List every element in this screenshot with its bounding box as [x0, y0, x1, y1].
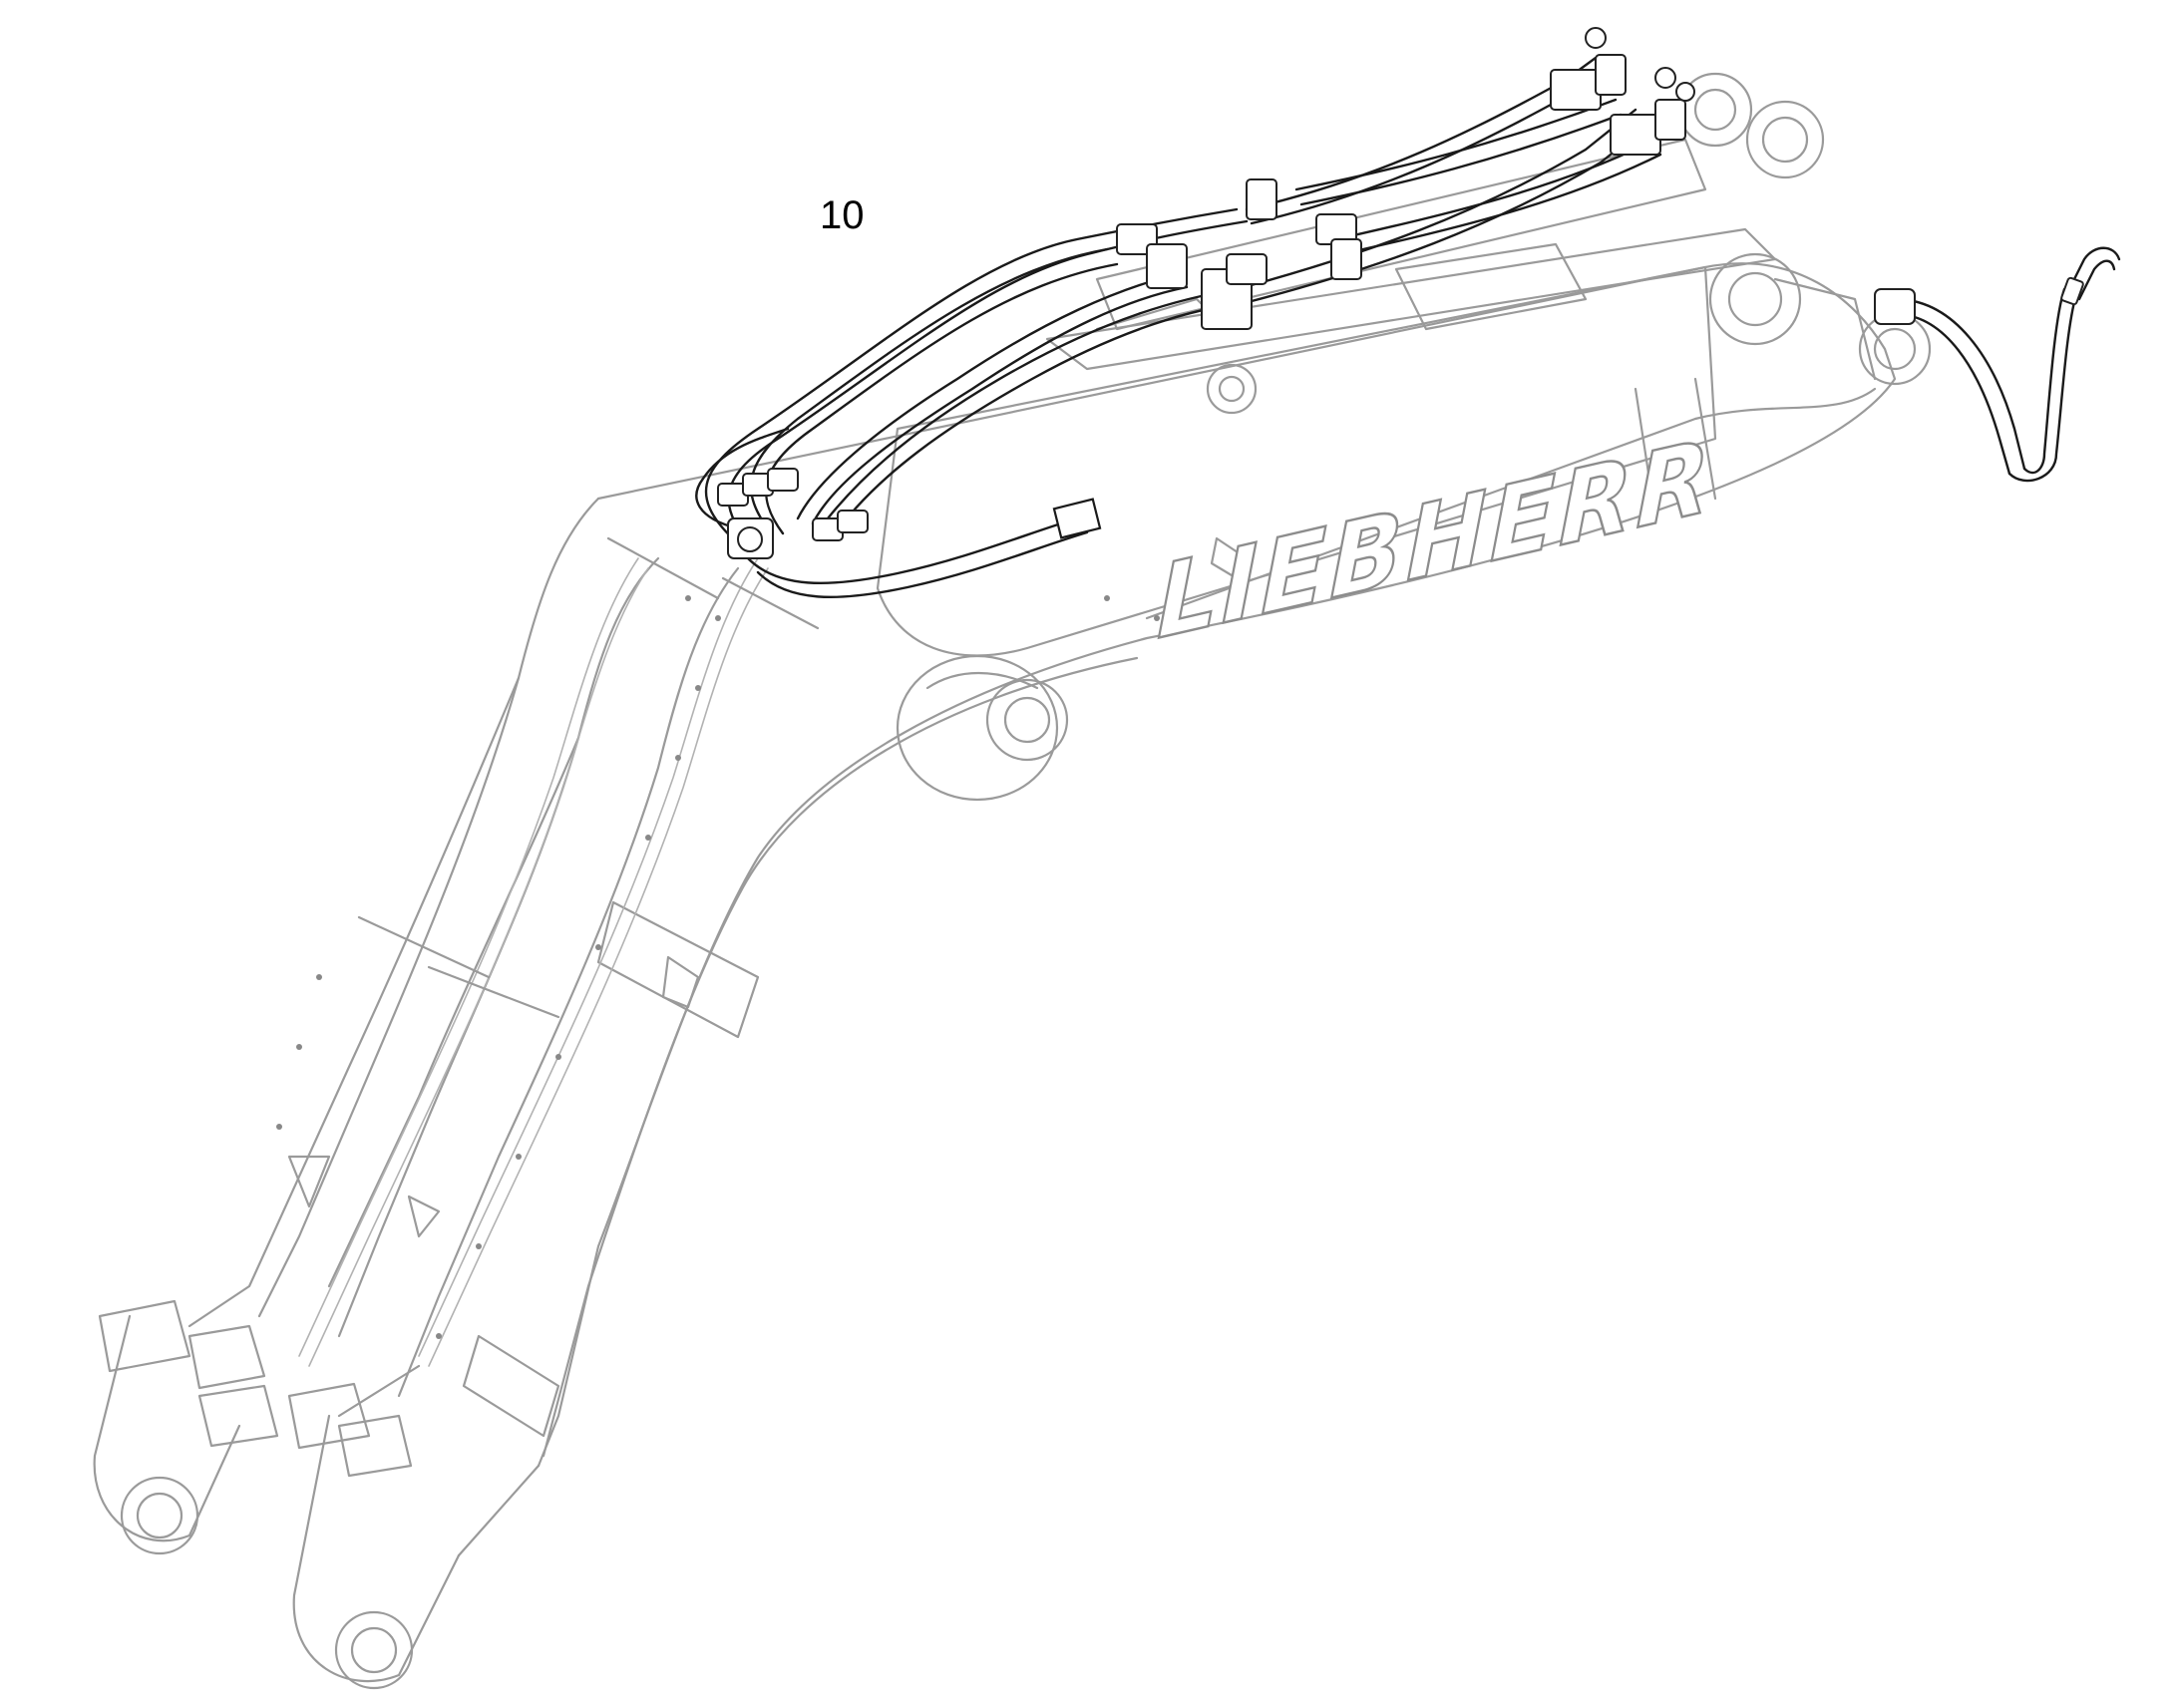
part-number-label: 10: [820, 193, 865, 237]
brand-lettering: LIEBHERR: [1155, 417, 1715, 664]
hose-upper-5: [1294, 98, 1618, 191]
hose-line-4: [765, 262, 1119, 535]
boom-foot-right: [292, 1414, 541, 1690]
hose-line-8: [841, 299, 1254, 525]
hose-upper-2: [1250, 70, 1603, 225]
hose-upper-8: [1339, 153, 1662, 256]
hose-upper-7: [1334, 138, 1657, 241]
hose-line-7: [826, 287, 1239, 520]
hose-line-5: [796, 272, 1179, 520]
boom-foot-left: [93, 1314, 241, 1555]
hose-side-3: [695, 427, 790, 530]
boom-side-panel: [876, 265, 1717, 657]
stick-cylinder: [1095, 72, 1825, 346]
hose-assembly: [695, 27, 2121, 598]
pipe-clamps: [357, 536, 820, 1019]
side-return-hose: [1874, 246, 2121, 483]
boom-structure: [93, 72, 1932, 1690]
mid-fittings: [1116, 178, 1362, 330]
hose-upper-4: [1250, 121, 1652, 303]
bolt-dots: [276, 565, 1309, 1339]
hose-upper-1: [1245, 56, 1598, 211]
boom-hydraulic-lines: [298, 557, 769, 1367]
brand-text: LIEBHERR: [1157, 418, 1715, 662]
cylinder-pin-boss: [896, 654, 1069, 802]
hose-line-6: [811, 285, 1189, 525]
hose-line-3: [749, 247, 1109, 530]
hose-side-1: [746, 516, 1079, 584]
hose-side-2: [756, 530, 1089, 598]
hose-upper-3: [1235, 108, 1637, 291]
lower-manifold: [717, 468, 869, 559]
hose-upper-6: [1299, 113, 1623, 206]
boom-outline-upper: [257, 497, 600, 1318]
foot-mounting-plates: [98, 1299, 413, 1478]
top-fittings: [1550, 27, 1695, 156]
